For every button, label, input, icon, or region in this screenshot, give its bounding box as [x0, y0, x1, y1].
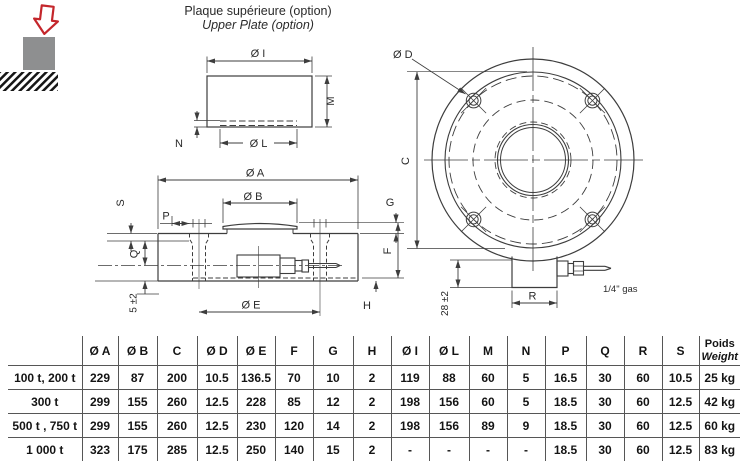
technical-drawing: Plaque supérieure (option) Upper Plate (…: [0, 4, 643, 316]
side-view-drawing: [95, 175, 404, 316]
dim-label-di: Ø I: [251, 48, 266, 60]
dim-label-de: Ø E: [242, 300, 261, 312]
col-header-c: C: [157, 336, 198, 366]
load-button-cap: [222, 222, 298, 230]
dim-label-p: P: [162, 211, 169, 223]
load-direction-icon: [0, 4, 60, 91]
col-header-dd: Ø D: [197, 336, 238, 366]
dim-label-q: Q: [129, 249, 141, 258]
col-header-db: Ø B: [118, 336, 158, 366]
dim-label-dl: Ø L: [250, 138, 268, 150]
header-row: Ø A Ø B C Ø D Ø E F G H Ø I Ø L M N P Q …: [8, 336, 740, 366]
load-block: [23, 37, 55, 70]
weight-header-fr: Poids: [704, 337, 735, 350]
col-header-g: G: [313, 336, 354, 366]
col-header-dl: Ø L: [429, 336, 470, 366]
dim-label-s: S: [115, 199, 127, 206]
col-header-da: Ø A: [82, 336, 119, 366]
dim-label-m: M: [325, 96, 337, 105]
dim-label-n: N: [175, 138, 183, 150]
col-header-s: S: [662, 336, 700, 366]
upper-plate-drawing: [194, 56, 332, 148]
row-label: 1 000 t: [8, 437, 83, 461]
weight-header-en: Weight: [701, 350, 738, 363]
dim-label-db: Ø B: [244, 191, 263, 203]
upper-plate-title-en: Upper Plate (option): [202, 18, 314, 32]
col-header-r: R: [624, 336, 663, 366]
col-header-q: Q: [586, 336, 625, 366]
upper-plate-title-fr: Plaque supérieure (option): [184, 4, 331, 18]
row-label: 100 t, 200 t: [8, 365, 83, 390]
table-row: 300 t 299 155 260 12.5 228 85 12 2 198 1…: [8, 389, 740, 414]
gas-thread-label: 1/4" gas: [603, 284, 638, 295]
left-mounting-hole: [189, 219, 209, 289]
col-header-de: Ø E: [237, 336, 276, 366]
table-row: 1 000 t 323 175 285 12.5 250 140 15 2 - …: [8, 437, 740, 461]
col-header-empty: [8, 336, 83, 366]
col-header-p: P: [545, 336, 587, 366]
dim-label-tol28: 28 ±2: [440, 291, 451, 316]
dimensions-table: Ø A Ø B C Ø D Ø E F G H Ø I Ø L M N P Q …: [8, 336, 740, 461]
internal-sensor: [236, 246, 341, 288]
col-header-h: H: [353, 336, 392, 366]
top-view-drawing: [407, 47, 643, 308]
dim-label-dd: Ø D: [393, 49, 413, 61]
dimensions-table-wrap: Ø A Ø B C Ø D Ø E F G H Ø I Ø L M N P Q …: [8, 336, 740, 461]
ground-hatch: [0, 72, 58, 91]
col-header-di: Ø I: [391, 336, 430, 366]
dim-label-f: F: [382, 247, 394, 254]
cable-gland: [556, 260, 612, 277]
dim-label-tol5: 5 ±2: [129, 293, 140, 313]
col-header-weight: Poids Weight: [699, 336, 740, 366]
row-label: 500 t , 750 t: [8, 413, 83, 438]
dim-label-c: C: [400, 157, 412, 165]
dim-label-g: G: [386, 197, 395, 209]
upper-plate-outline: [206, 75, 313, 128]
dim-label-r: R: [529, 291, 537, 303]
col-header-m: M: [469, 336, 508, 366]
table-row: 500 t , 750 t 299 155 260 12.5 230 120 1…: [8, 413, 740, 438]
col-header-n: N: [507, 336, 546, 366]
dim-label-da: Ø A: [246, 168, 265, 180]
table-row: 100 t, 200 t 229 87 200 10.5 136.5 70 10…: [8, 365, 740, 390]
dim-label-h: H: [363, 300, 371, 312]
down-arrow-icon: [32, 4, 60, 35]
col-header-f: F: [275, 336, 314, 366]
body-outline: [157, 232, 359, 282]
row-label: 300 t: [8, 389, 83, 414]
